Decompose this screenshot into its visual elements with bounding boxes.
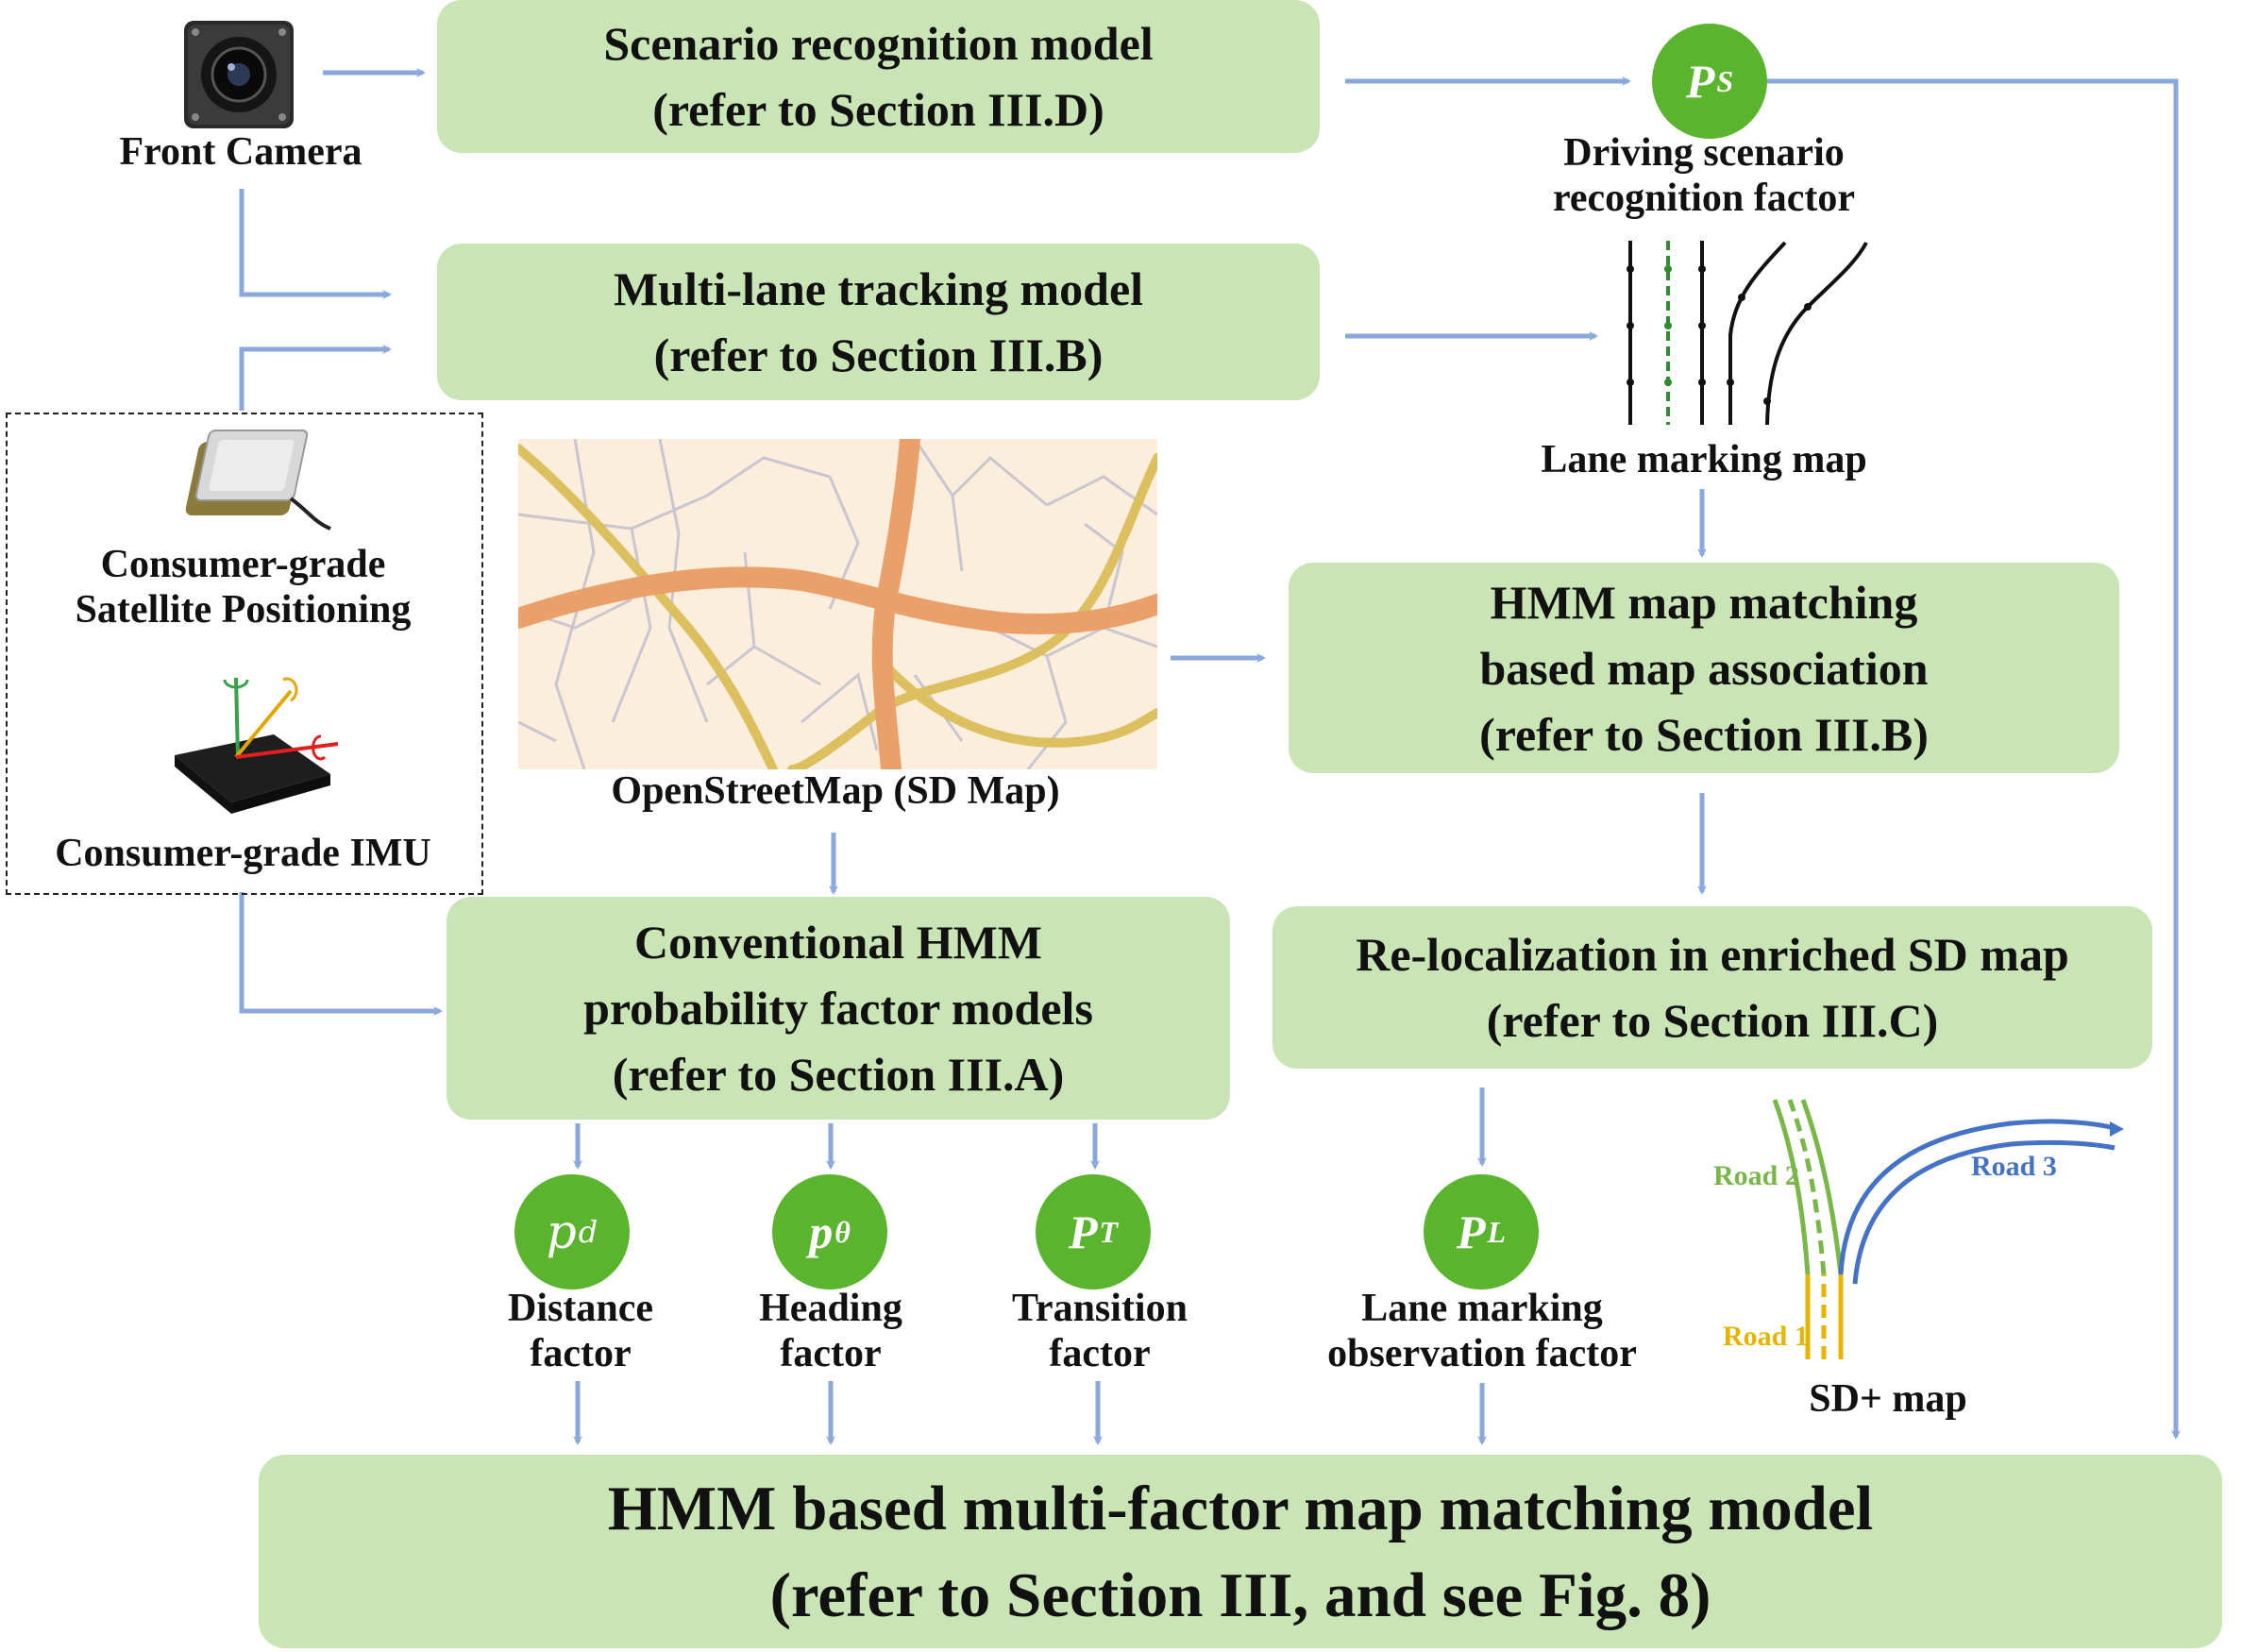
box-line: (refer to Section III.B) xyxy=(653,329,1104,381)
road1-label: Road 1 xyxy=(1723,1321,1809,1352)
heading-factor-label: Heading factor xyxy=(684,1286,977,1376)
label-line: factor xyxy=(780,1332,882,1375)
box-line: probability factor models xyxy=(583,982,1093,1035)
distance-factor-label: Distance factor xyxy=(434,1286,727,1376)
arrow-ps-to-final xyxy=(1762,78,2181,1440)
sd-map-image xyxy=(518,439,1157,769)
satellite-label: Consumer-grade Satellite Positioning xyxy=(75,543,412,632)
box-line: (refer to Section III.B) xyxy=(1479,707,1929,761)
relocalization-box: Re-localization in enriched SD map (refe… xyxy=(1273,906,2152,1069)
factor-subscript: θ xyxy=(834,1214,851,1249)
imu-label: Consumer-grade IMU xyxy=(55,832,431,875)
arrow-sensors-to-conventional xyxy=(239,892,443,1016)
box-line: (refer to Section III.D) xyxy=(652,83,1104,136)
factor-subscript: d xyxy=(578,1214,598,1250)
imu-chip-icon xyxy=(175,677,339,814)
box-line: HMM map matching xyxy=(1490,575,1918,629)
factor-subscript: T xyxy=(1099,1214,1119,1249)
sd-plus-map-label: SD+ map xyxy=(1809,1377,1967,1421)
lane-observation-factor-label: Lane marking observation factor xyxy=(1265,1286,1699,1376)
box-line: Scenario recognition model xyxy=(603,17,1154,70)
road3-label: Road 3 xyxy=(1971,1151,2057,1182)
box-line: Multi-lane tracking model xyxy=(613,262,1144,315)
label-line: factor xyxy=(530,1332,632,1375)
factor-subscript: S xyxy=(1716,63,1734,98)
arrow-camera-to-multilane xyxy=(239,189,392,299)
label-line: factor xyxy=(1049,1332,1151,1375)
sd-map-label: OpenStreetMap (SD Map) xyxy=(611,769,1060,813)
scenario-recognition-box: Scenario recognition model (refer to Sec… xyxy=(437,0,1320,153)
sensor-group xyxy=(6,413,483,895)
factor-symbol: P xyxy=(1068,1205,1098,1258)
lane-marking-map-label: Lane marking map xyxy=(1541,438,1867,481)
label-line: Driving scenario xyxy=(1563,131,1845,175)
conventional-hmm-box: Conventional HMM probability factor mode… xyxy=(447,897,1230,1120)
transition-factor-label: Transition factor xyxy=(949,1286,1251,1376)
lane-marking-map-image xyxy=(1627,241,1868,426)
box-line: (refer to Section III.C) xyxy=(1486,994,1939,1047)
label-line: Heading xyxy=(759,1287,902,1330)
front-camera-label: Front Camera xyxy=(119,130,362,174)
factor-subscript: L xyxy=(1487,1214,1507,1249)
camera-icon xyxy=(184,21,294,128)
factor-symbol: p xyxy=(546,1205,577,1259)
factor-symbol: p xyxy=(809,1205,834,1258)
hmm-map-association-box: HMM map matching based map association (… xyxy=(1289,563,2119,773)
label-line: observation factor xyxy=(1327,1332,1637,1375)
final-hmm-model-box: HMM based multi-factor map matching mode… xyxy=(259,1455,2222,1648)
sd-plus-map-image: Road 2 Road 3 Road 1 xyxy=(1713,1099,2124,1359)
label-line: recognition factor xyxy=(1553,177,1855,220)
scenario-factor-label: Driving scenario recognition factor xyxy=(1492,130,1916,221)
factor-symbol: P xyxy=(1456,1205,1486,1258)
road2-label: Road 2 xyxy=(1713,1160,1799,1191)
label-line: Transition xyxy=(1012,1287,1188,1330)
box-line: (refer to Section III, and see Fig. 8) xyxy=(769,1559,1711,1630)
box-line: Conventional HMM xyxy=(634,916,1042,969)
box-line: (refer to Section III.A) xyxy=(612,1048,1065,1101)
gnss-module-icon xyxy=(185,430,331,531)
box-line: Re-localization in enriched SD map xyxy=(1356,928,2069,981)
box-line: HMM based multi-factor map matching mode… xyxy=(607,1473,1874,1543)
label-line: Distance xyxy=(508,1287,653,1330)
multi-lane-tracking-box: Multi-lane tracking model (refer to Sect… xyxy=(437,244,1320,400)
label-line: Lane marking xyxy=(1361,1287,1603,1330)
factor-symbol: P xyxy=(1685,55,1715,108)
arrow-sensors-to-multilane xyxy=(239,345,392,411)
box-line: based map association xyxy=(1479,641,1929,695)
